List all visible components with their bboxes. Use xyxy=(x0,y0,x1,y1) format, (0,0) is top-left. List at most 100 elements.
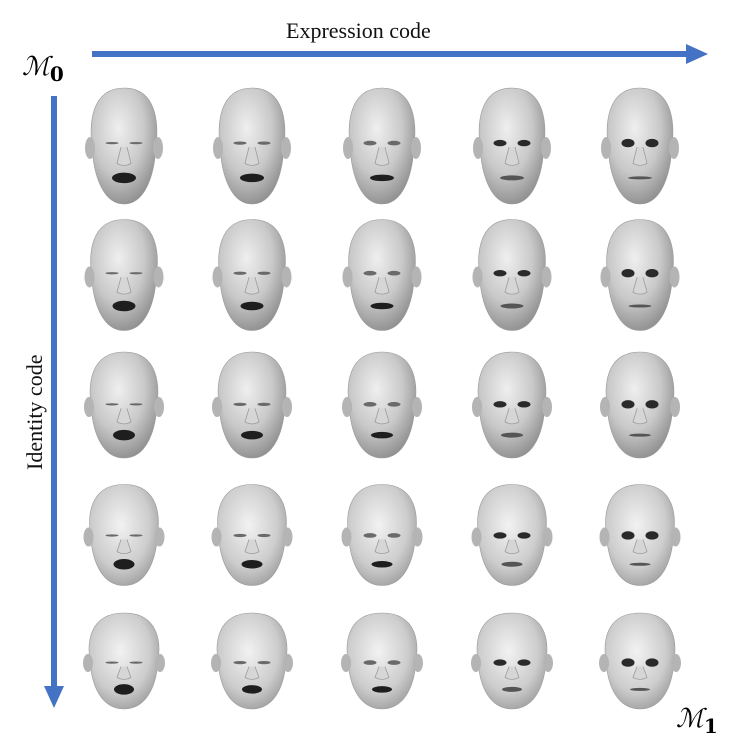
nose xyxy=(374,666,390,680)
left-eye xyxy=(363,402,377,407)
right-ear xyxy=(669,266,680,288)
face-r1-c2 xyxy=(342,219,422,331)
nose xyxy=(632,666,648,680)
mouth xyxy=(629,562,651,566)
right-eye xyxy=(645,269,659,278)
nose xyxy=(504,408,520,425)
left-ear xyxy=(600,397,610,417)
face-r2-c2 xyxy=(342,351,422,459)
mouth xyxy=(242,685,262,694)
right-eye xyxy=(645,531,659,540)
left-ear xyxy=(600,266,611,288)
left-ear xyxy=(211,527,222,547)
mouth xyxy=(629,433,651,437)
identity-axis-arrow xyxy=(44,96,64,708)
right-eye xyxy=(387,270,401,276)
mouth xyxy=(240,301,264,311)
left-ear xyxy=(83,654,93,672)
head xyxy=(477,484,547,586)
right-eye xyxy=(517,401,531,408)
left-eye xyxy=(105,272,119,275)
left-eye xyxy=(493,401,507,408)
face-r4-c1 xyxy=(211,612,293,710)
right-eye xyxy=(387,660,401,665)
left-eye xyxy=(105,534,119,537)
right-ear xyxy=(671,654,681,672)
left-eye xyxy=(621,138,635,148)
nose xyxy=(504,277,520,295)
right-ear xyxy=(670,397,680,417)
nose xyxy=(374,539,390,555)
right-eye xyxy=(129,534,143,537)
left-eye xyxy=(233,660,247,665)
left-eye xyxy=(493,532,507,539)
mouth xyxy=(241,560,263,569)
face-r1-c0 xyxy=(84,219,164,331)
m0-subscript: 0 xyxy=(49,62,64,86)
left-eye xyxy=(105,661,119,664)
right-eye xyxy=(387,140,401,146)
face-r3-c3 xyxy=(471,484,553,586)
head xyxy=(218,87,286,205)
right-ear xyxy=(411,137,421,159)
left-ear xyxy=(342,266,353,288)
right-eye xyxy=(257,141,271,145)
left-ear xyxy=(599,654,609,672)
face-r1-c3 xyxy=(472,219,552,331)
right-ear xyxy=(281,137,291,159)
right-eye xyxy=(129,661,143,664)
face-r4-c2 xyxy=(341,612,423,710)
face-r4-c4 xyxy=(599,612,681,710)
left-eye xyxy=(233,533,247,538)
right-eye xyxy=(257,660,271,665)
m1-symbol: ℳ xyxy=(676,704,704,734)
right-ear xyxy=(411,266,422,288)
face-grid xyxy=(83,87,681,710)
right-eye xyxy=(517,139,531,147)
head xyxy=(347,484,417,586)
head xyxy=(89,351,159,459)
head xyxy=(477,351,547,459)
head xyxy=(216,612,288,710)
left-eye xyxy=(621,658,635,667)
right-ear xyxy=(154,397,164,417)
corner-label-m1: ℳ1 xyxy=(676,704,718,741)
face-r2-c4 xyxy=(600,351,680,459)
left-ear xyxy=(212,397,222,417)
right-ear xyxy=(543,654,553,672)
left-eye xyxy=(493,659,507,666)
left-eye xyxy=(621,269,635,278)
left-eye xyxy=(105,141,119,145)
left-ear xyxy=(471,654,481,672)
right-ear xyxy=(412,397,422,417)
nose xyxy=(504,147,520,166)
face-r2-c0 xyxy=(84,351,164,459)
mouth xyxy=(628,304,652,308)
right-eye xyxy=(129,272,143,275)
mouth xyxy=(371,561,393,568)
face-r2-c3 xyxy=(472,351,552,459)
face-r3-c2 xyxy=(341,484,423,586)
head xyxy=(604,612,676,710)
face-r0-c1 xyxy=(213,87,291,205)
nose xyxy=(116,277,132,295)
nose xyxy=(374,277,390,295)
nose xyxy=(244,147,260,166)
right-ear xyxy=(541,266,552,288)
nose xyxy=(116,147,132,166)
identity-code-label: Identity code xyxy=(22,354,47,470)
face-r1-c4 xyxy=(600,219,680,331)
mouth xyxy=(501,432,523,438)
nose xyxy=(244,666,260,680)
m0-symbol: ℳ xyxy=(22,52,50,82)
m1-subscript: 1 xyxy=(703,714,718,738)
mouth xyxy=(500,175,524,181)
left-ear xyxy=(85,137,95,159)
left-eye xyxy=(363,660,377,665)
right-eye xyxy=(257,271,271,275)
nose xyxy=(244,539,260,555)
head xyxy=(89,484,159,586)
right-eye xyxy=(257,533,271,538)
left-eye xyxy=(363,140,377,146)
